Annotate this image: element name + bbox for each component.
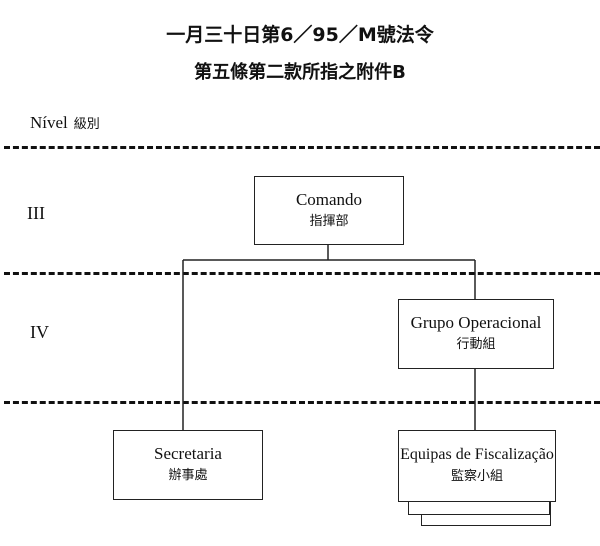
node-equipas-fiscalizacao: Equipas de Fiscalização 監察小組	[398, 430, 556, 502]
level-divider-middle	[4, 272, 600, 275]
level-header-zh: 級別	[73, 117, 100, 132]
node-secretaria-pt: Secretaria	[154, 444, 222, 463]
node-grupo-pt: Grupo Operacional	[410, 313, 542, 332]
node-grupo-operacional: Grupo Operacional 行動組	[398, 299, 554, 369]
node-comando-pt: Comando	[295, 189, 363, 209]
node-secretaria: Secretaria 辦事處	[113, 430, 263, 500]
node-secretaria-zh: 辦事處	[168, 468, 208, 483]
node-comando-zh: 指揮部	[309, 213, 349, 229]
level-column-header: Nível 級別	[30, 113, 100, 133]
document-title-line-1: 一月三十日第6／95／M號法令	[166, 24, 434, 46]
level-divider-top	[4, 146, 600, 149]
node-comando: Comando 指揮部	[254, 176, 404, 245]
node-equipas-pt: Equipas de Fiscalização	[400, 446, 554, 463]
level-header-pt: Nível	[30, 113, 68, 132]
node-equipas-zh: 監察小組	[450, 469, 503, 484]
document-title-line-2: 第五條第二款所指之附件B	[194, 62, 406, 83]
level-divider-bottom	[4, 401, 600, 404]
level-label-iii: III	[27, 203, 45, 223]
level-label-iv: IV	[30, 322, 49, 342]
node-grupo-zh: 行動組	[456, 337, 496, 352]
